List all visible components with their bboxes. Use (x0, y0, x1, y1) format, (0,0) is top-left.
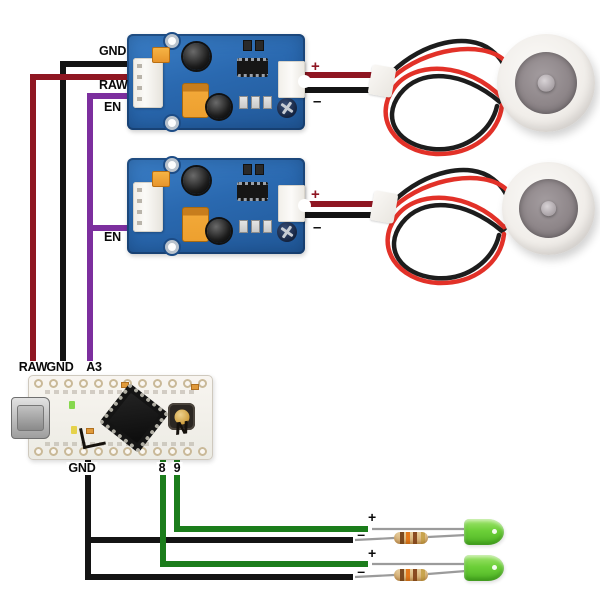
logo-mark: N (173, 418, 191, 440)
wire-pin9-led1 (174, 458, 368, 532)
label-pin-a3: A3 (86, 360, 102, 374)
status-led (71, 426, 77, 434)
atomizer1-cable-red (383, 46, 518, 157)
transducer-center (540, 200, 557, 217)
smd-components (239, 220, 272, 233)
edge-notch (298, 199, 311, 212)
smd-components (243, 40, 264, 51)
trim-potentiometer (277, 222, 297, 242)
label-led2-minus: – (357, 563, 365, 579)
inductor (207, 219, 231, 243)
label-led1-minus: – (357, 526, 365, 542)
transducer-center (537, 74, 555, 92)
capacitor (152, 47, 170, 63)
label-pin-raw: RAW (18, 360, 48, 374)
smd-components (239, 96, 272, 109)
gold-button (168, 403, 195, 430)
atomizer1-plug (367, 64, 397, 98)
mounting-hole (165, 158, 179, 172)
mounting-hole (165, 34, 179, 48)
tantalum-capacitor (182, 207, 209, 242)
wire-raw (30, 74, 148, 361)
resistor-1 (394, 532, 428, 544)
piezo-atomizer-disc-1 (497, 34, 595, 132)
label-module1-raw: RAW (99, 78, 128, 92)
silkscreen-text (45, 442, 196, 446)
green-led-2 (464, 555, 504, 581)
label-led1-plus: + (368, 509, 376, 525)
label-pin-gnd-top: GND (46, 360, 74, 374)
pro-micro-board: N (11, 375, 213, 460)
grove-connector (133, 182, 163, 232)
wire-pin8-led2 (160, 458, 368, 567)
wire-gnd-top (60, 61, 148, 361)
driver-ic (237, 58, 268, 77)
led2-cathode-lead (354, 569, 467, 579)
smd-components (243, 164, 264, 175)
atomizer1-cable-black (389, 38, 511, 152)
label-module2-en: EN (104, 230, 121, 244)
power-led (69, 401, 75, 409)
label-module1-gnd: GND (99, 44, 127, 58)
silkscreen-text (45, 390, 196, 394)
inductor (183, 43, 210, 70)
tantalum-capacitor (182, 83, 209, 118)
wire-gnd-leds (85, 458, 353, 580)
driver-ic (237, 182, 268, 201)
label-pin-9: 9 (171, 461, 183, 475)
micro-usb-connector (11, 397, 50, 439)
smd-component (191, 384, 199, 390)
label-module1-en: EN (104, 100, 121, 114)
resistor-2 (394, 569, 428, 581)
smd-component (86, 428, 94, 434)
label-led2-plus: + (368, 545, 376, 561)
edge-notch (298, 75, 311, 88)
atomizer-driver-module-1 (127, 34, 311, 130)
pin-header-bottom (34, 447, 207, 456)
led1-cathode-lead (354, 533, 467, 542)
atomizer2-cable-black (391, 167, 513, 281)
mounting-hole (165, 240, 179, 254)
atomizer2-cable-red (385, 175, 520, 286)
label-module2-plus: + (311, 186, 320, 203)
inductor (207, 95, 231, 119)
label-pin-8: 8 (156, 461, 168, 475)
piezo-atomizer-disc-2 (502, 162, 595, 255)
green-led-1 (464, 519, 504, 545)
label-module2-minus: – (313, 219, 322, 236)
atomizer-driver-module-2 (127, 158, 311, 254)
mounting-hole (165, 116, 179, 130)
label-module1-minus: – (313, 93, 322, 110)
trim-potentiometer (277, 98, 297, 118)
label-module1-plus: + (311, 58, 320, 75)
grove-connector (133, 58, 163, 108)
inductor (183, 167, 210, 194)
capacitor (152, 171, 170, 187)
atomizer2-plug (369, 190, 399, 224)
label-pin-gnd-bottom: GND (66, 461, 98, 475)
